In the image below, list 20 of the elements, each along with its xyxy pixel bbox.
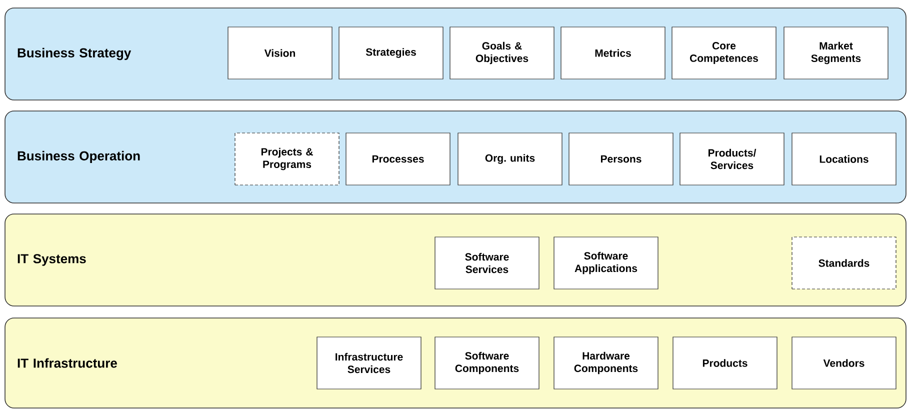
element-box: Vision [228, 26, 332, 80]
element-box: Products/ Services [680, 132, 784, 186]
element-box: Metrics [560, 26, 666, 80]
element-box: Org. units [458, 132, 562, 186]
element-box: Vendors [792, 336, 896, 390]
element-box: Processes [346, 132, 450, 186]
element-box: Projects & Programs [234, 132, 340, 186]
element-box: Hardware Components [554, 336, 658, 390]
element-box: Goals & Objectives [450, 26, 554, 80]
element-box: Products [672, 336, 778, 390]
element-box: Market Segments [784, 26, 888, 80]
element-box: Persons [568, 132, 674, 186]
element-box: Software Components [434, 336, 540, 390]
element-box: Locations [792, 132, 896, 186]
element-box: Core Competences [672, 26, 776, 80]
element-box: Software Applications [554, 236, 658, 290]
element-box: Infrastructure Services [316, 336, 422, 390]
element-box: Standards [792, 236, 896, 290]
element-box: Strategies [338, 26, 444, 80]
element-box: Software Services [434, 236, 540, 290]
